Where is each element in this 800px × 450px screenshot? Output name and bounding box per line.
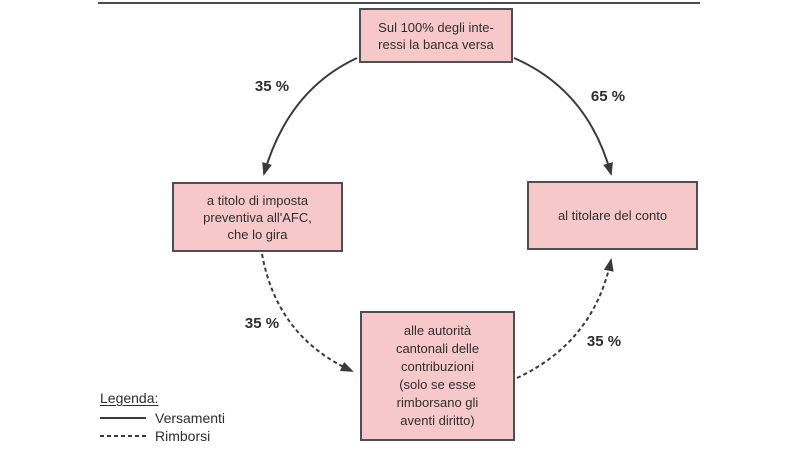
legend-item-rimborsi: Rimborsi — [100, 427, 225, 445]
node-account-holder: al titolare del conto — [527, 181, 698, 250]
solid-line-swatch — [100, 417, 146, 419]
legend-title: Legenda: — [100, 390, 159, 406]
edge-label-top-to-right: 65 % — [590, 88, 626, 105]
node-withholding-tax-afc: a titolo di imposta preventiva all'AFC, … — [172, 182, 343, 252]
edge-label-bottom-to-right: 35 % — [586, 333, 622, 350]
dashed-line-swatch — [100, 435, 146, 437]
legend-item-versamenti: Versamenti — [100, 409, 225, 427]
legend: Legenda: Versamenti Rimborsi — [100, 390, 225, 445]
arrow-bottom-to-right — [516, 258, 614, 379]
edge-label-top-to-left: 35 % — [254, 78, 290, 95]
arrow-left-to-bottom — [261, 253, 354, 372]
node-cantonal-authorities: alle autorità cantonali delle contribuzi… — [360, 311, 515, 441]
legend-item-label: Versamenti — [155, 410, 226, 426]
arrow-top-to-left — [262, 57, 358, 176]
edge-label-left-to-bottom: 35 % — [244, 315, 280, 332]
legend-item-label: Rimborsi — [155, 428, 211, 444]
top-rule — [98, 2, 700, 4]
arrow-top-to-right — [513, 57, 613, 176]
node-bank-interest: Sul 100% degli inte- ressi la banca vers… — [359, 8, 513, 63]
